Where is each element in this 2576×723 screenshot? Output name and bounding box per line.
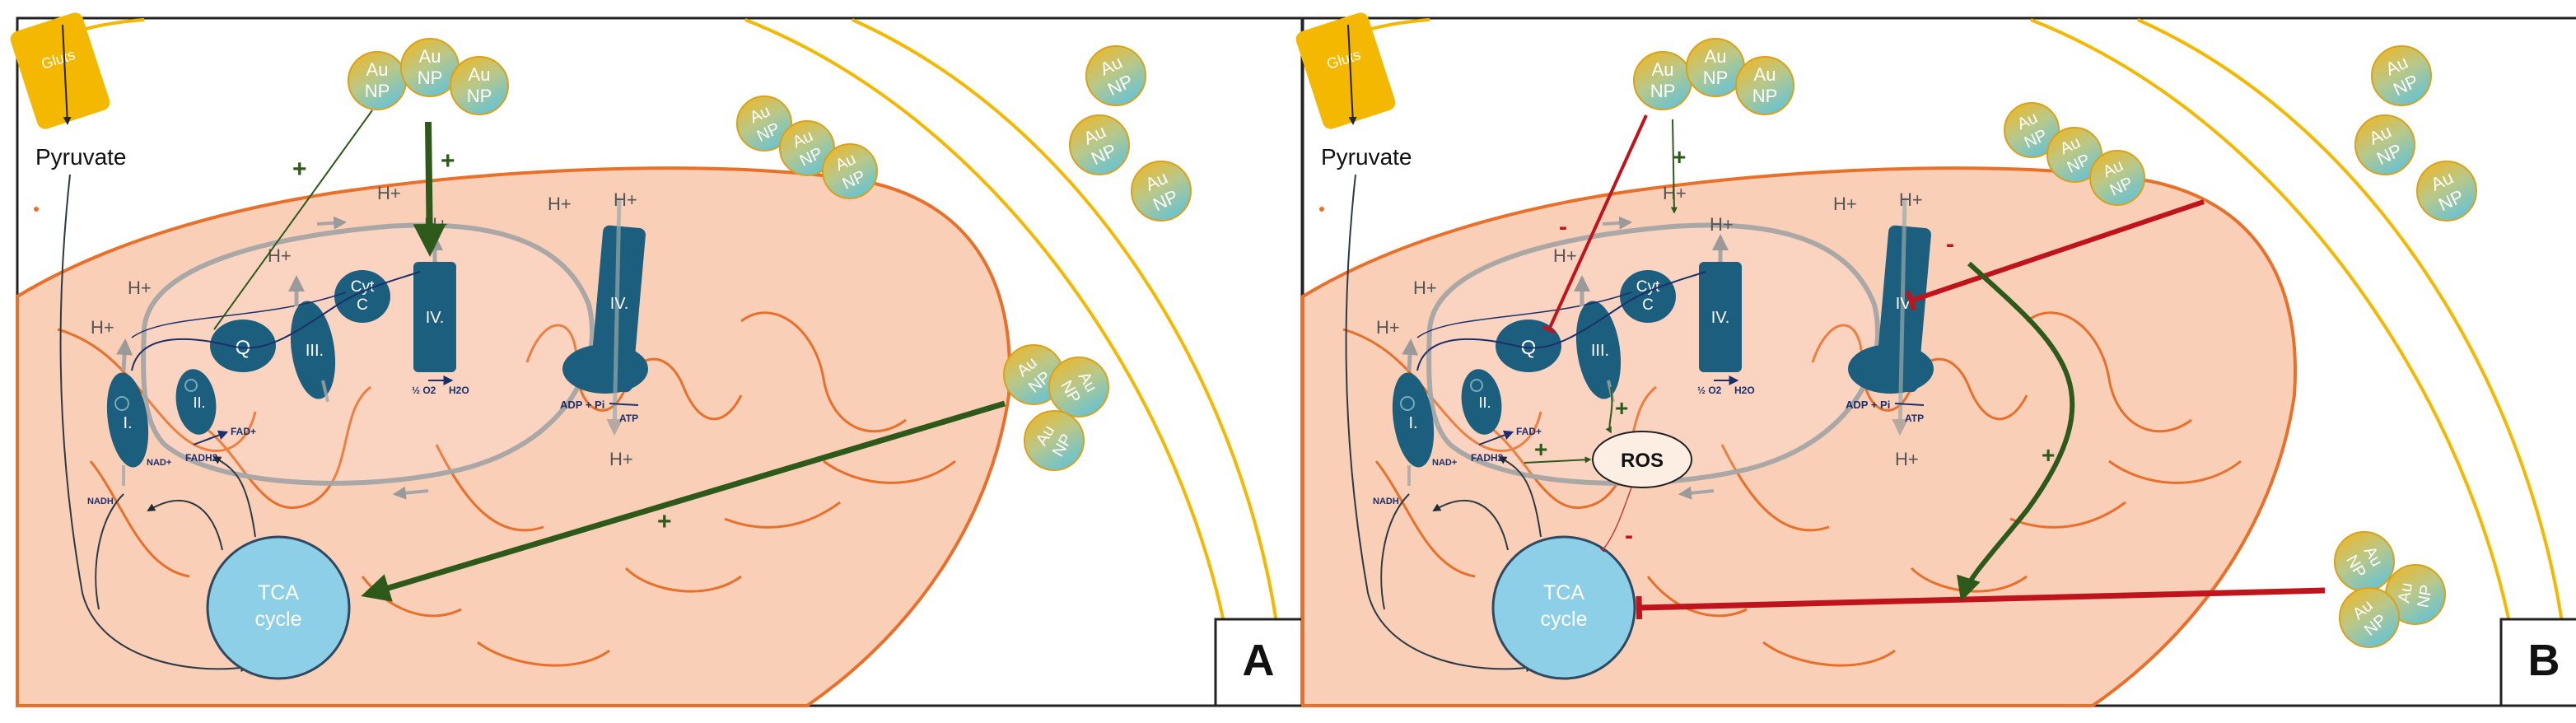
cyt-c-label-2: C: [357, 296, 368, 314]
h-plus-4: H+: [377, 183, 401, 203]
tca-label-2: cycle: [255, 608, 302, 631]
svg-text:Au: Au: [2395, 581, 2416, 604]
np-cluster-right: [1069, 45, 1192, 222]
panel-a: Au NP Au NP Au NP Au NP Au NP Au NP + + …: [213, 96, 1275, 685]
half-o2-label: ½ O2: [412, 385, 436, 396]
complex-iii-label: III.: [306, 342, 324, 360]
pyruvate-label: Pyruvate: [35, 144, 127, 170]
h-plus-8: H+: [609, 449, 633, 469]
svg-text:NP: NP: [2415, 583, 2436, 609]
fad-plus-label: FAD+: [231, 426, 256, 437]
complex-v-label: IV.: [610, 295, 629, 313]
h-plus-2: H+: [128, 278, 152, 298]
svg-text:NP: NP: [418, 68, 443, 88]
plus-sign-b1: +: [1673, 144, 1686, 170]
h-plus-7: H+: [614, 189, 637, 210]
complex-i-label: I.: [123, 414, 132, 432]
ros-label: ROS: [1621, 450, 1664, 472]
minus-sign-b1: -: [1559, 213, 1567, 240]
plus-sign-b2: +: [1615, 395, 1628, 421]
complex-iv-label: IV.: [426, 309, 445, 327]
minus-sign-b3: -: [1625, 522, 1633, 549]
h-plus-3: H+: [268, 245, 292, 266]
np-to-q-arrow: [213, 110, 373, 330]
plus-sign-a1: +: [292, 156, 307, 183]
np-cluster-mid-a: Au NP Au NP Au NP: [736, 96, 878, 199]
fadh2-label: FADH2: [185, 452, 218, 464]
nadh-label: NADH: [87, 497, 114, 506]
plus-sign-b4: +: [2042, 442, 2055, 468]
np-cluster-mid-b: Au NP Au NP Au NP: [2004, 102, 2145, 206]
svg-text:Au: Au: [419, 46, 441, 67]
panel-b: Au NP Au NP Au NP Au NP Au NP Au NP ROS: [1524, 102, 2560, 685]
complex-ii-label: II.: [193, 394, 205, 411]
h-plus-6: H+: [548, 194, 572, 214]
svg-text:NP: NP: [365, 81, 390, 101]
np-inhibit-tca: [1636, 587, 2326, 620]
np-to-tca-arrow: [361, 400, 1006, 602]
panel-label-a: A: [1243, 636, 1275, 685]
svg-text:NP: NP: [467, 86, 492, 106]
h2o-label: H2O: [449, 385, 469, 396]
np-inhibit-q: [1542, 114, 1648, 334]
plus-sign-b3: +: [1534, 436, 1547, 462]
np-cluster-top: [348, 38, 509, 115]
h-plus-1: H+: [91, 317, 114, 338]
cyt-c-label-1: Cyt: [351, 278, 375, 296]
minus-sign-b2: -: [1946, 231, 1954, 258]
np-cluster-side-b: Au NP Au NP Au NP: [2334, 531, 2446, 648]
np-to-complex-iv-arrow: [413, 121, 446, 257]
plus-sign-a2: +: [441, 147, 455, 175]
plus-sign-a3: +: [657, 508, 672, 535]
dot-marker: ·: [140, 343, 144, 357]
np-inhibit-complex-v: [1905, 199, 2205, 311]
svg-text:Au: Au: [366, 59, 389, 80]
np-cluster-side-a: Au NP Au NP Au NP: [1003, 344, 1109, 471]
adp-pi-label: ADP + Pi: [560, 399, 604, 411]
np-activate-tca: [1957, 261, 2075, 602]
atp-label: ATP: [619, 413, 638, 424]
nadh-label-b: NAD+: [147, 458, 171, 468]
tca-label-1: TCA: [258, 581, 299, 604]
panel-label-b: B: [2528, 636, 2560, 685]
svg-text:Au: Au: [469, 64, 491, 85]
